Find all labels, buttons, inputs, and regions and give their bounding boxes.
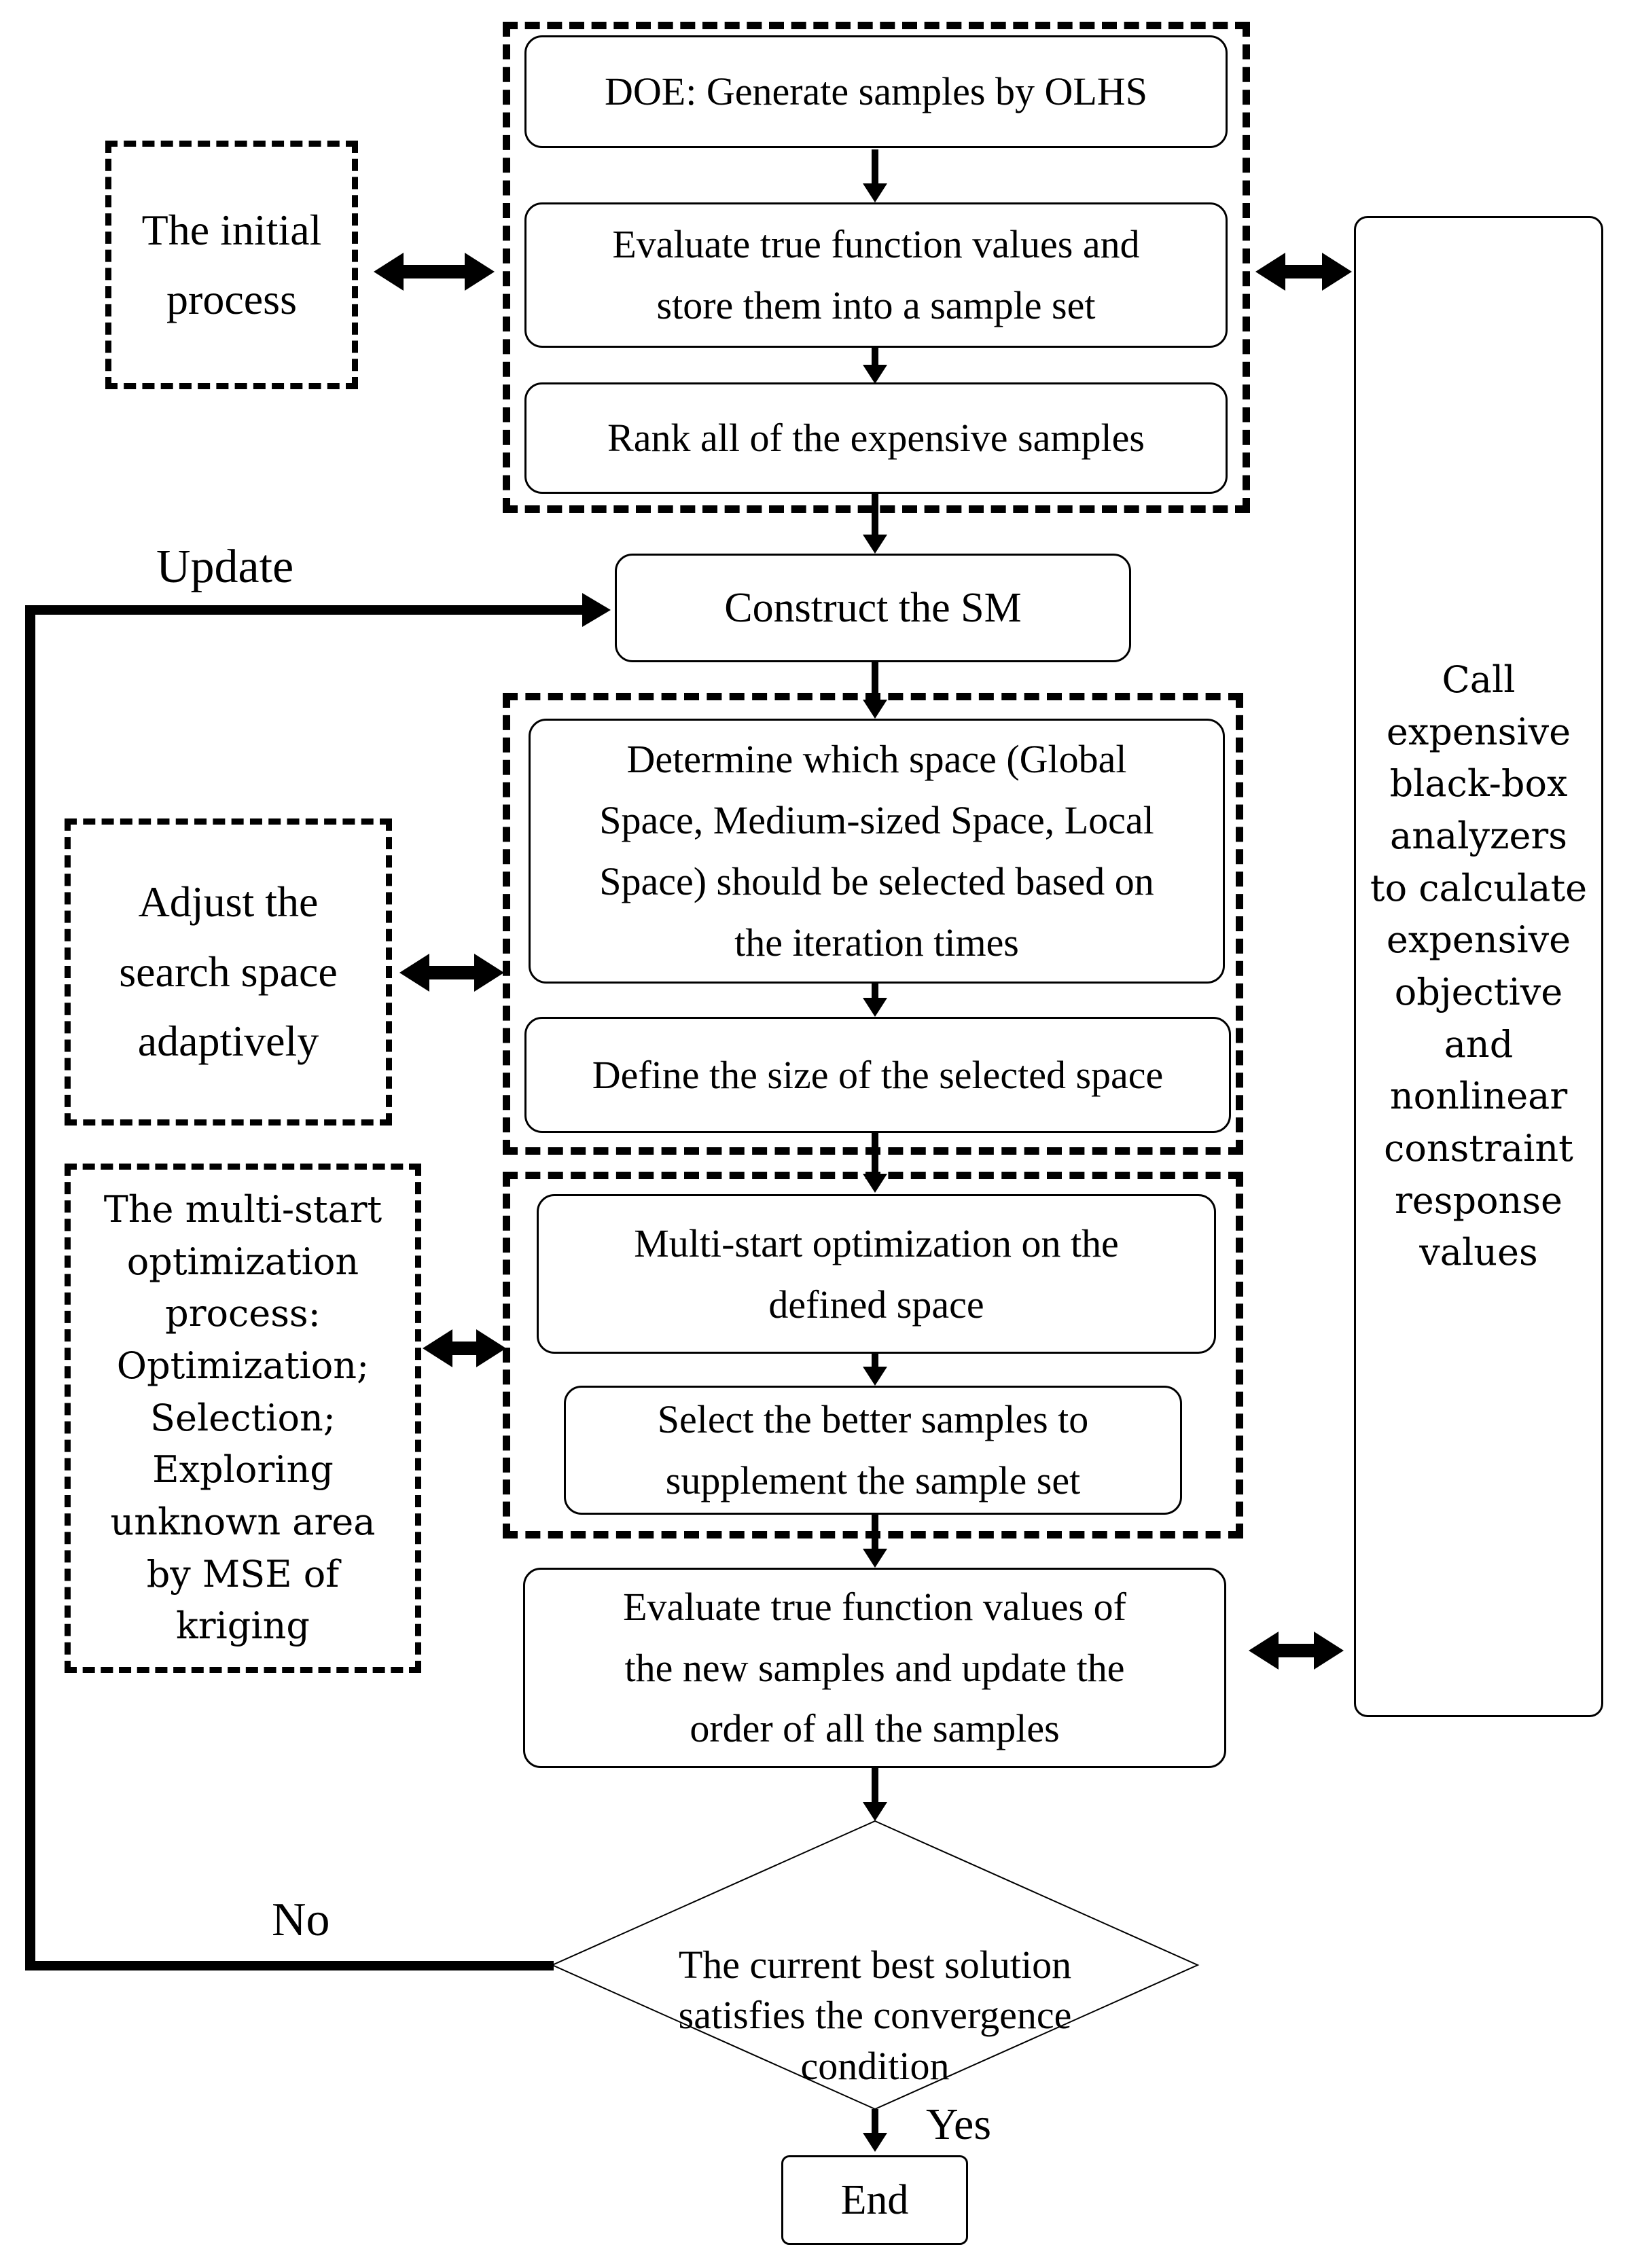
node-adjust-space-label: Adjust the search space adaptively [119,878,338,1066]
update-arrowhead-icon [582,593,611,627]
node-evaluate-store-label: Evaluate true function values and store … [612,222,1140,327]
arrow-evaluate-to-decision [863,1768,887,1821]
node-evaluate-update: Evaluate true function values of the new… [523,1568,1226,1768]
connector-group-to-call [1255,253,1352,291]
node-call-analyzers-label: Call expensive black-box analyzers to ca… [1370,658,1588,1274]
node-doe-label: DOE: Generate samples by OLHS [605,69,1147,114]
node-initial-process-label: The initial process [141,205,322,323]
node-define-size-label: Define the size of the selected space [592,1052,1164,1097]
node-decision: The current best solution satisfies the … [603,1890,1147,2091]
node-rank-label: Rank all of the expensive samples [607,416,1145,461]
node-call-analyzers: Call expensive black-box analyzers to ca… [1354,216,1603,1717]
node-select-better-label: Select the better samples to supplement … [657,1397,1089,1502]
node-adjust-space: Adjust the search space adaptively [65,818,392,1126]
node-determine-space: Determine which space (Global Space, Med… [529,719,1225,984]
node-multistart-opt: Multi-start optimization on the defined … [537,1194,1216,1354]
node-initial-process: The initial process [105,141,358,389]
node-define-size: Define the size of the selected space [524,1017,1231,1133]
node-doe: DOE: Generate samples by OLHS [524,35,1228,148]
no-line-horizontal [25,1961,554,1970]
arrow-construct-to-determine [863,662,887,719]
arrow-evaluate-to-rank [863,348,887,384]
node-rank: Rank all of the expensive samples [524,382,1228,494]
arrowhead-right-icon [474,954,504,992]
arrowhead-right-icon [1314,1632,1344,1670]
connector-initial-to-group [374,253,495,291]
node-select-better: Select the better samples to supplement … [564,1386,1182,1515]
arrow-determine-to-define [863,984,887,1017]
no-label: No [272,1894,330,1946]
node-evaluate-store: Evaluate true function values and store … [524,202,1228,348]
arrow-decision-to-end [863,2109,887,2152]
node-end-label: End [840,2176,909,2223]
arrowhead-right-icon [465,253,495,291]
arrow-doe-to-evaluate [863,149,887,202]
node-construct-sm: Construct the SM [615,554,1131,662]
update-line-horizontal [25,605,585,615]
node-decision-label: The current best solution satisfies the … [678,1943,1072,2088]
node-determine-space-label: Determine which space (Global Space, Med… [599,737,1154,965]
update-label: Update [156,541,294,593]
arrowhead-right-icon [1322,253,1352,291]
node-evaluate-update-label: Evaluate true function values of the new… [623,1584,1126,1751]
connector-multistart-to-group [423,1329,506,1367]
yes-label: Yes [926,2100,992,2149]
arrowhead-right-icon [476,1329,506,1367]
connector-adjust-to-group [399,954,504,992]
connector-evaluate-to-call [1249,1632,1344,1670]
node-multistart-opt-label: Multi-start optimization on the defined … [634,1221,1119,1327]
arrow-rank-to-construct [863,494,887,554]
node-multistart-process: The multi-start optimization process: Op… [65,1164,421,1673]
node-construct-sm-label: Construct the SM [724,584,1022,631]
arrow-multistart-to-select [863,1354,887,1386]
arrow-select-to-evaluate-new [863,1515,887,1568]
loop-line-vertical [25,605,35,1967]
node-end: End [781,2155,968,2245]
node-multistart-process-label: The multi-start optimization process: Op… [103,1187,382,1648]
